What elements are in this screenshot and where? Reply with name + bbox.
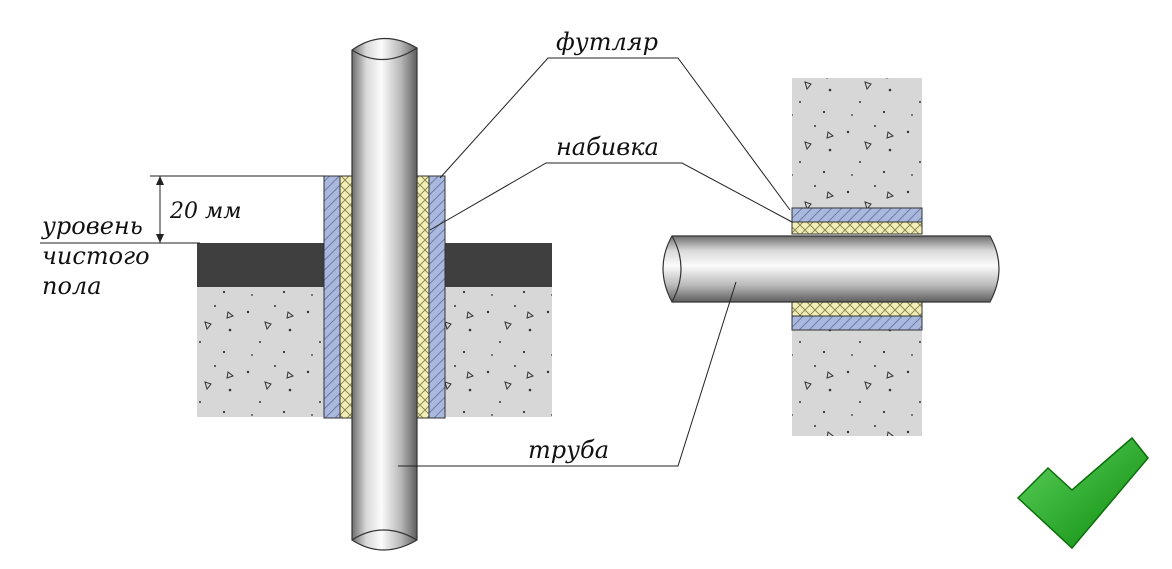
dimension-arrow-bottom — [156, 234, 164, 243]
check-mark-icon — [1016, 436, 1149, 550]
label-dimension: 20 мм — [169, 199, 241, 224]
packing-left — [339, 175, 353, 419]
horizontal-pipe — [662, 235, 1000, 303]
packing-bottom — [791, 301, 923, 317]
wall-upper — [792, 78, 922, 208]
sleeve-wall-top — [791, 207, 923, 223]
packing-top — [791, 221, 923, 235]
label-floor-line3: пола — [42, 272, 102, 300]
vertical-pipe — [351, 37, 418, 551]
label-floor-line2: чистого — [42, 242, 150, 270]
wall — [791, 78, 923, 436]
leader-lines — [40, 57, 793, 467]
label-floor-line1: уровень — [41, 212, 143, 240]
sleeve-wall-right — [428, 175, 446, 419]
label-packing: набивка — [556, 133, 659, 161]
sleeve-wall-left — [323, 175, 341, 419]
sleeve-wall-bottom — [791, 315, 923, 331]
wall-lower — [792, 330, 922, 436]
label-case: футляр — [556, 28, 658, 56]
dimension-arrow-top — [156, 176, 164, 185]
packing-right — [416, 175, 430, 419]
label-pipe: труба — [528, 436, 609, 464]
